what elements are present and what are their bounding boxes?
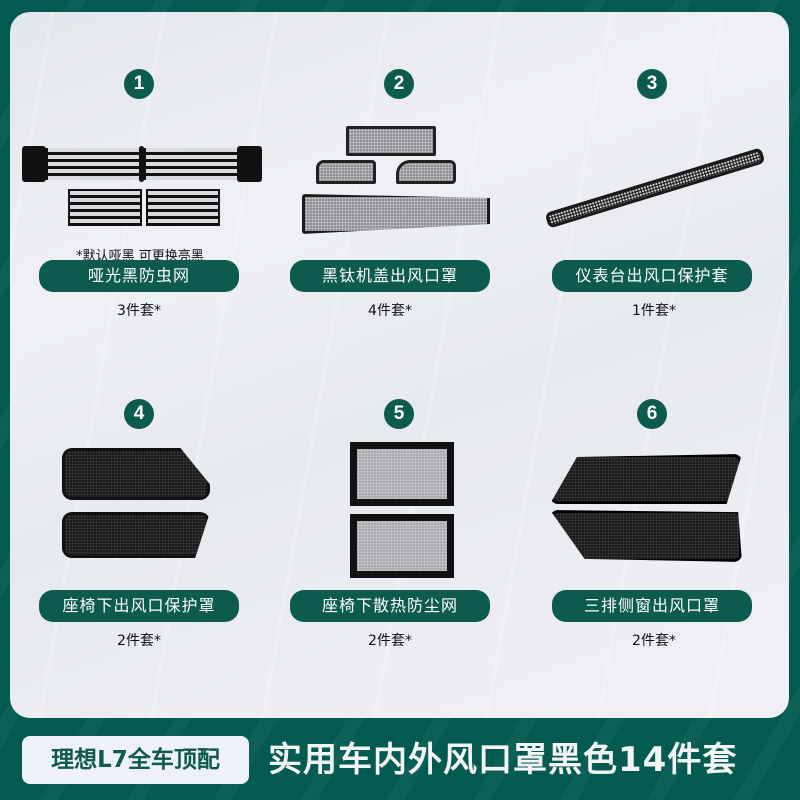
quantity-label: 2件套* bbox=[117, 633, 161, 649]
number-badge: 3 bbox=[637, 69, 667, 99]
bug-screen-grille-image bbox=[22, 146, 262, 226]
number-badge: 2 bbox=[384, 69, 414, 99]
product-name-pill: 黑钛机盖出风口罩 bbox=[290, 260, 490, 292]
product-item-3: 3 仪表台出风口保护套 1件套* bbox=[530, 12, 789, 342]
product-name-pill: 三排侧窗出风口罩 bbox=[552, 590, 752, 622]
product-card: 1 *默认哑黑 可更换亮黑 哑光黑防虫网 3件套* 2 黑钛机盖出风口罩 4件套… bbox=[10, 12, 789, 718]
quantity-label: 3件套* bbox=[117, 303, 161, 319]
number-badge: 4 bbox=[124, 399, 154, 429]
third-row-vent-cover-image bbox=[550, 454, 750, 574]
number-badge: 5 bbox=[384, 399, 414, 429]
quantity-label: 1件套* bbox=[632, 303, 676, 319]
quantity-label: 2件套* bbox=[632, 633, 676, 649]
number-badge: 6 bbox=[637, 399, 667, 429]
model-badge: 理想L7全车顶配 bbox=[22, 736, 249, 784]
product-name-pill: 哑光黑防虫网 bbox=[39, 260, 239, 292]
banner-title: 实用车内外风口罩黑色14件套 bbox=[268, 740, 738, 780]
hood-vent-cover-image bbox=[300, 124, 500, 239]
quantity-label: 4件套* bbox=[368, 303, 412, 319]
product-item-5: 5 座椅下散热防尘网 2件套* bbox=[270, 342, 530, 672]
product-name-pill: 仪表台出风口保护套 bbox=[552, 260, 752, 292]
product-item-1: 1 *默认哑黑 可更换亮黑 哑光黑防虫网 3件套* bbox=[10, 12, 270, 342]
product-name-pill: 座椅下出风口保护罩 bbox=[39, 590, 239, 622]
number-badge: 1 bbox=[124, 69, 154, 99]
dashboard-vent-cover-image bbox=[544, 140, 766, 240]
seat-dust-screen-image bbox=[350, 442, 454, 582]
quantity-label: 2件套* bbox=[368, 633, 412, 649]
seat-vent-cover-image bbox=[62, 448, 212, 568]
product-item-6: 6 三排侧窗出风口罩 2件套* bbox=[530, 342, 789, 672]
product-item-4: 4 座椅下出风口保护罩 2件套* bbox=[10, 342, 270, 672]
product-item-2: 2 黑钛机盖出风口罩 4件套* bbox=[270, 12, 530, 342]
product-name-pill: 座椅下散热防尘网 bbox=[290, 590, 490, 622]
